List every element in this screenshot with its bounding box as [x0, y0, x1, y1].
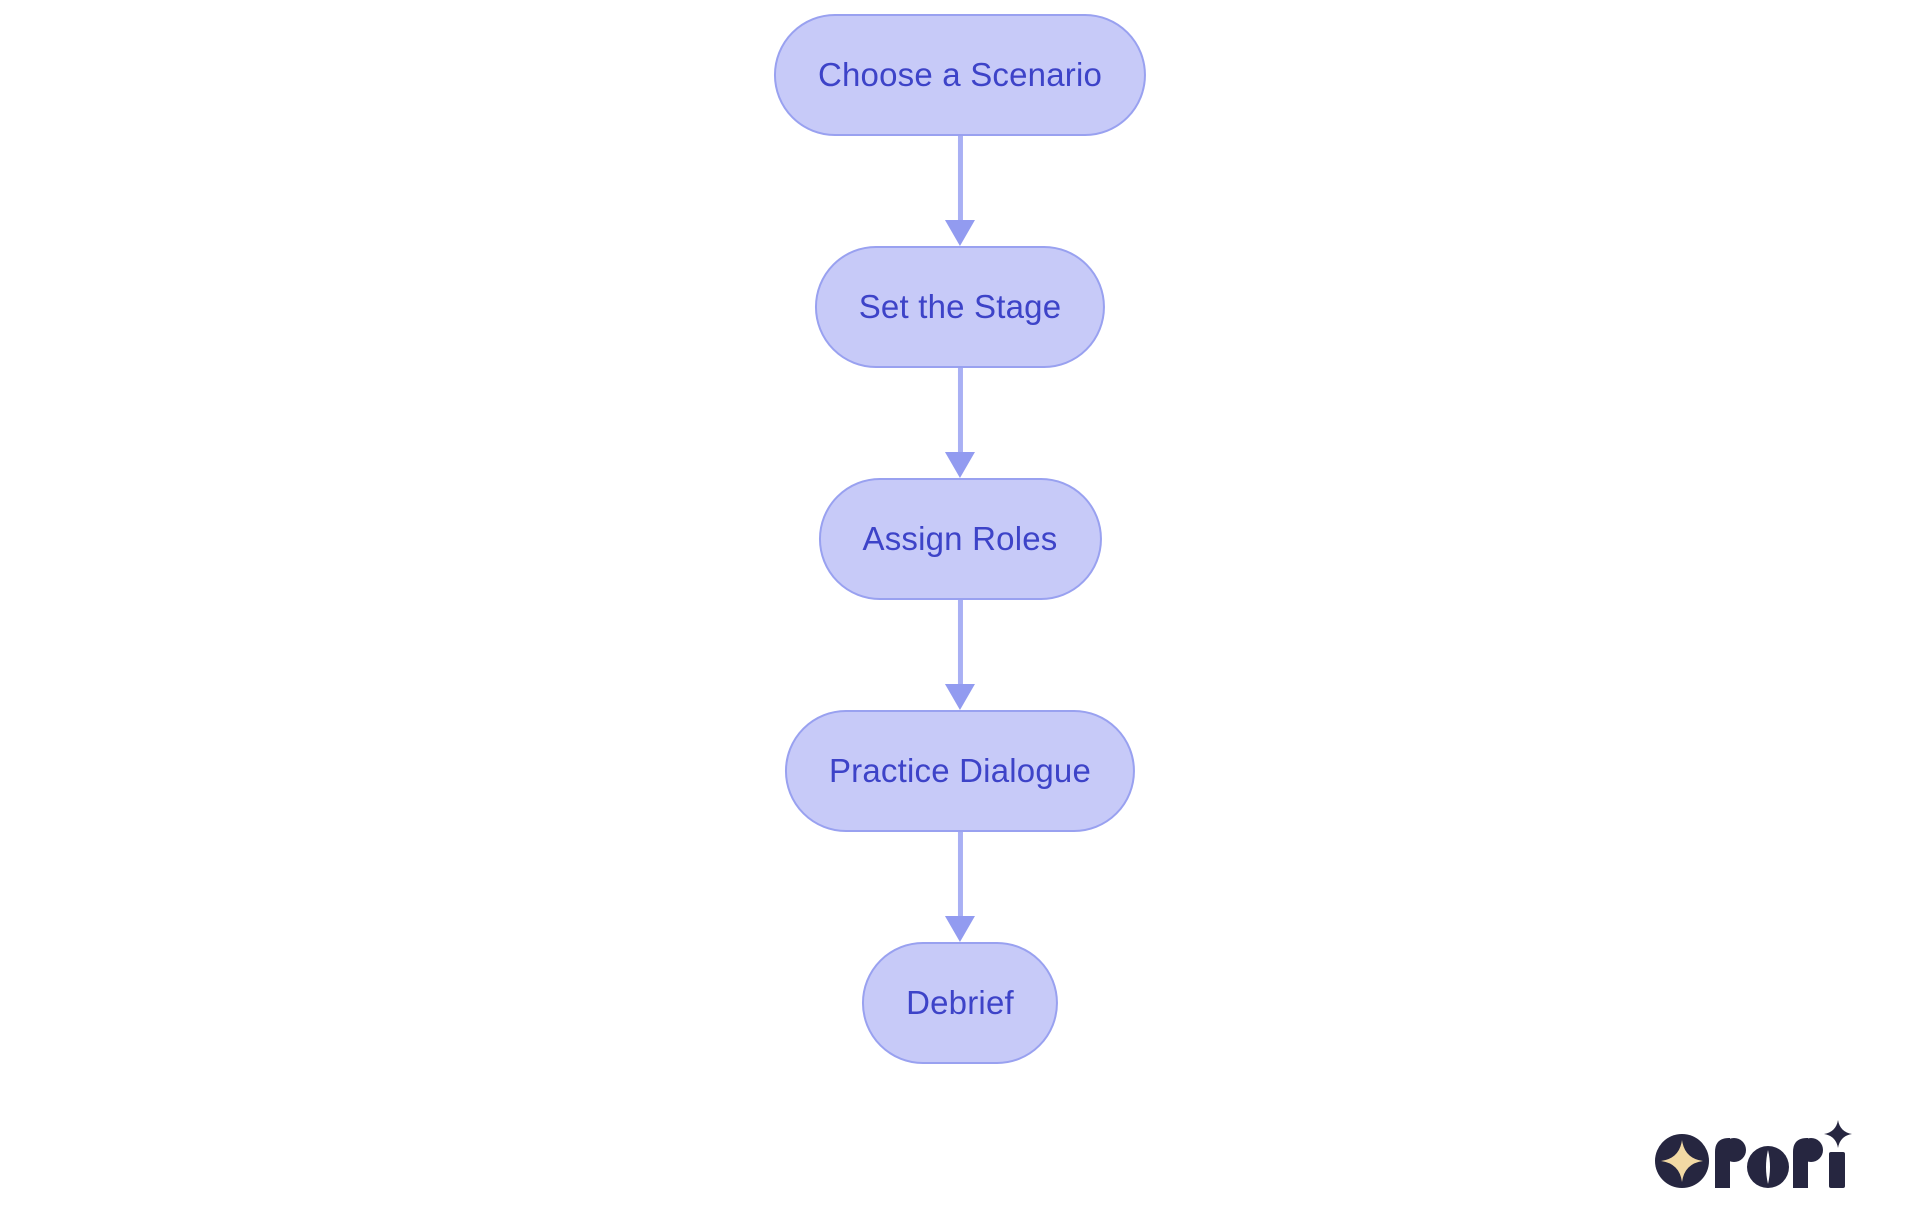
flow-node-debrief: Debrief: [862, 942, 1058, 1064]
flow-arrow: [944, 368, 975, 478]
arrow-line: [957, 832, 963, 916]
arrow-head-icon: [944, 452, 975, 478]
flow-node-label: Assign Roles: [862, 520, 1058, 557]
flow-node-label: Debrief: [906, 984, 1014, 1021]
rori-wordmark: [1715, 1120, 1852, 1188]
arrow-line: [957, 600, 963, 684]
flow-arrow: [944, 600, 975, 710]
rori-logo: [1653, 1110, 1858, 1190]
sparkle-icon: [1824, 1120, 1852, 1148]
flow-node-label: Choose a Scenario: [817, 56, 1103, 93]
flow-node-label: Practice Dialogue: [828, 752, 1092, 789]
flow-node-set-the-stage: Set the Stage: [814, 246, 1106, 368]
arrow-head-icon: [944, 916, 975, 942]
rori-logo-graphic: [1655, 1120, 1852, 1188]
sparkle-circle-icon: [1655, 1134, 1709, 1188]
flow-node-assign-roles: Assign Roles: [818, 478, 1102, 600]
flow-node-choose-a-scenario: Choose a Scenario: [773, 14, 1147, 136]
flow-arrow: [944, 136, 975, 246]
arrow-head-icon: [944, 220, 975, 246]
arrow-line: [957, 368, 963, 452]
flow-node-label: Set the Stage: [858, 288, 1062, 325]
flow-arrow: [944, 832, 975, 942]
arrow-line: [957, 136, 963, 220]
flowchart: Choose a Scenario Set the Stage Assign R…: [773, 14, 1147, 1064]
arrow-head-icon: [944, 684, 975, 710]
flow-node-practice-dialogue: Practice Dialogue: [784, 710, 1136, 832]
